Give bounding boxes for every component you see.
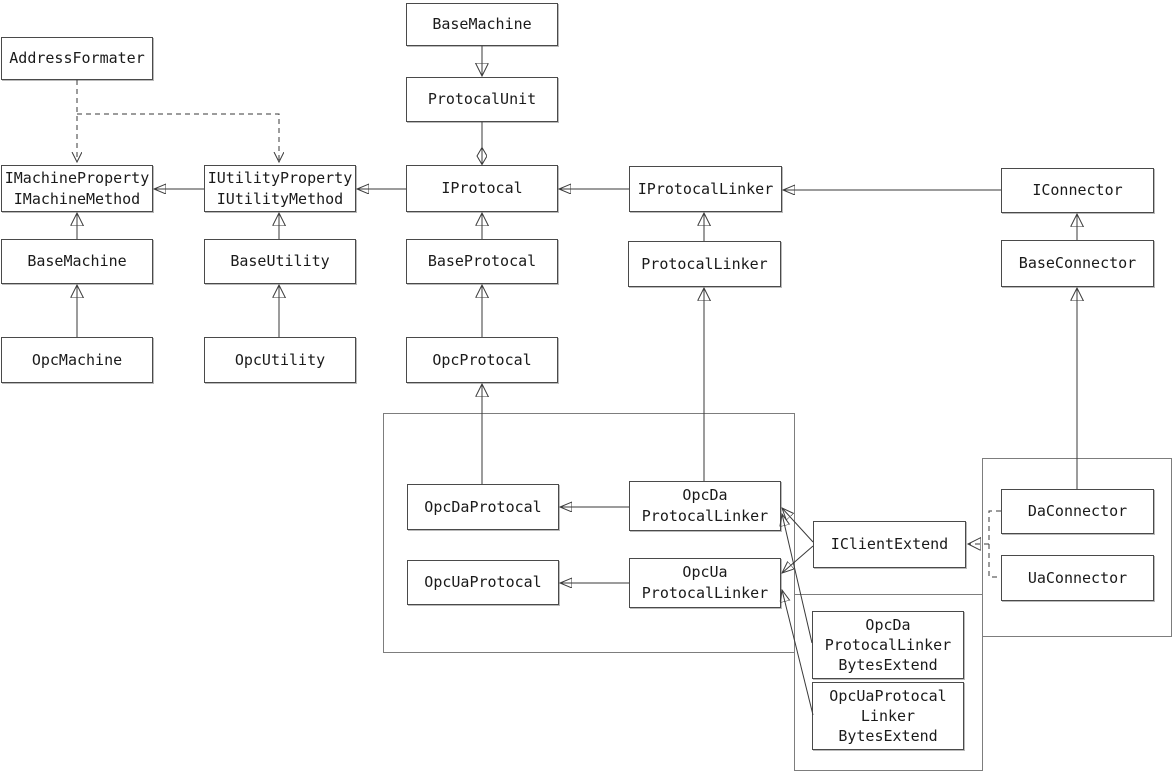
- class-box-opc-ua-protocal-linker-bytes-extend: OpcUaProtocal Linker BytesExtend: [812, 682, 964, 750]
- class-box-opc-ua-protocal-linker: OpcUa ProtocalLinker: [629, 558, 781, 608]
- class-box-iutility-property-method: IUtilityProperty IUtilityMethod: [204, 165, 356, 212]
- class-box-iconnector: IConnector: [1001, 168, 1154, 213]
- class-box-ua-connector: UaConnector: [1001, 555, 1154, 601]
- class-box-imachine-property-method: IMachineProperty IMachineMethod: [1, 165, 153, 212]
- class-box-opc-machine: OpcMachine: [1, 337, 153, 383]
- class-box-iprotocal: IProtocal: [406, 165, 558, 212]
- container-connector-group: [982, 458, 1172, 637]
- container-opc-protocal-group: [383, 413, 795, 653]
- class-box-opc-utility: OpcUtility: [204, 337, 356, 383]
- edge-addressformater-iutility: [77, 113, 279, 162]
- class-box-base-connector: BaseConnector: [1001, 240, 1154, 287]
- class-box-opc-da-protocal: OpcDaProtocal: [407, 484, 559, 530]
- class-box-iclient-extend: IClientExtend: [813, 521, 966, 568]
- class-box-iprotocal-linker: IProtocalLinker: [629, 166, 782, 212]
- class-box-opc-ua-protocal: OpcUaProtocal: [407, 560, 559, 605]
- class-box-opc-protocal: OpcProtocal: [406, 337, 558, 383]
- class-box-address-formater: AddressFormater: [1, 37, 153, 80]
- class-box-base-protocal: BaseProtocal: [406, 239, 558, 284]
- class-box-protocal-unit: ProtocalUnit: [406, 77, 558, 122]
- class-box-base-utility: BaseUtility: [204, 239, 356, 284]
- class-box-protocal-linker: ProtocalLinker: [628, 241, 781, 287]
- class-box-opc-da-protocal-linker-bytes-extend: OpcDa ProtocalLinker BytesExtend: [812, 611, 964, 679]
- class-box-da-connector: DaConnector: [1001, 489, 1154, 534]
- class-box-base-machine-top: BaseMachine: [406, 3, 558, 46]
- class-box-opc-da-protocal-linker: OpcDa ProtocalLinker: [629, 481, 781, 531]
- class-box-base-machine-left: BaseMachine: [1, 239, 153, 284]
